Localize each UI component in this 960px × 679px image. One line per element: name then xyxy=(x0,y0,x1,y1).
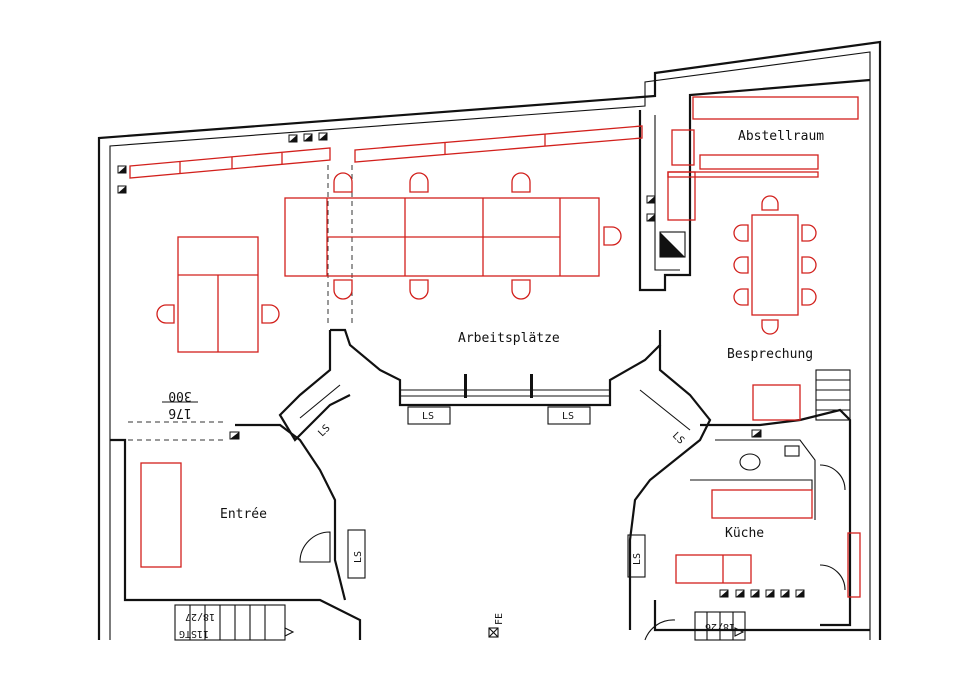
stair-code-left: 18/27 xyxy=(185,611,215,622)
window-markers xyxy=(117,132,805,598)
ls-label: LS xyxy=(422,411,434,422)
ls-label: LS xyxy=(316,423,332,439)
ls-label: LS xyxy=(632,553,643,565)
dimension-upper: 300 xyxy=(168,388,191,403)
interior-walls xyxy=(110,78,871,641)
ls-label: LS xyxy=(670,430,686,446)
dimension-text: 300 176 xyxy=(162,388,198,420)
stair-labels: 18/27 11STG 18/26 xyxy=(179,611,745,639)
room-label-arbeitsplaetze: Arbeitsplätze xyxy=(458,331,560,346)
furniture xyxy=(129,96,861,598)
fe-label: FE xyxy=(494,613,505,625)
stair-code-right: 18/26 xyxy=(705,621,735,632)
outer-walls xyxy=(97,40,882,640)
fe-marker: FE xyxy=(488,613,505,638)
ls-label: LS xyxy=(353,551,364,563)
room-label-besprechung: Besprechung xyxy=(727,347,813,362)
dimension-lower: 176 xyxy=(168,405,191,420)
room-labels: Abstellraum Arbeitsplätze Besprechung En… xyxy=(220,129,824,541)
room-label-abstellraum: Abstellraum xyxy=(738,129,824,144)
room-label-entree: Entrée xyxy=(220,507,267,522)
ls-label: LS xyxy=(562,411,574,422)
stair-label-left: 11STG xyxy=(179,628,209,639)
room-label-kueche: Küche xyxy=(725,526,764,541)
